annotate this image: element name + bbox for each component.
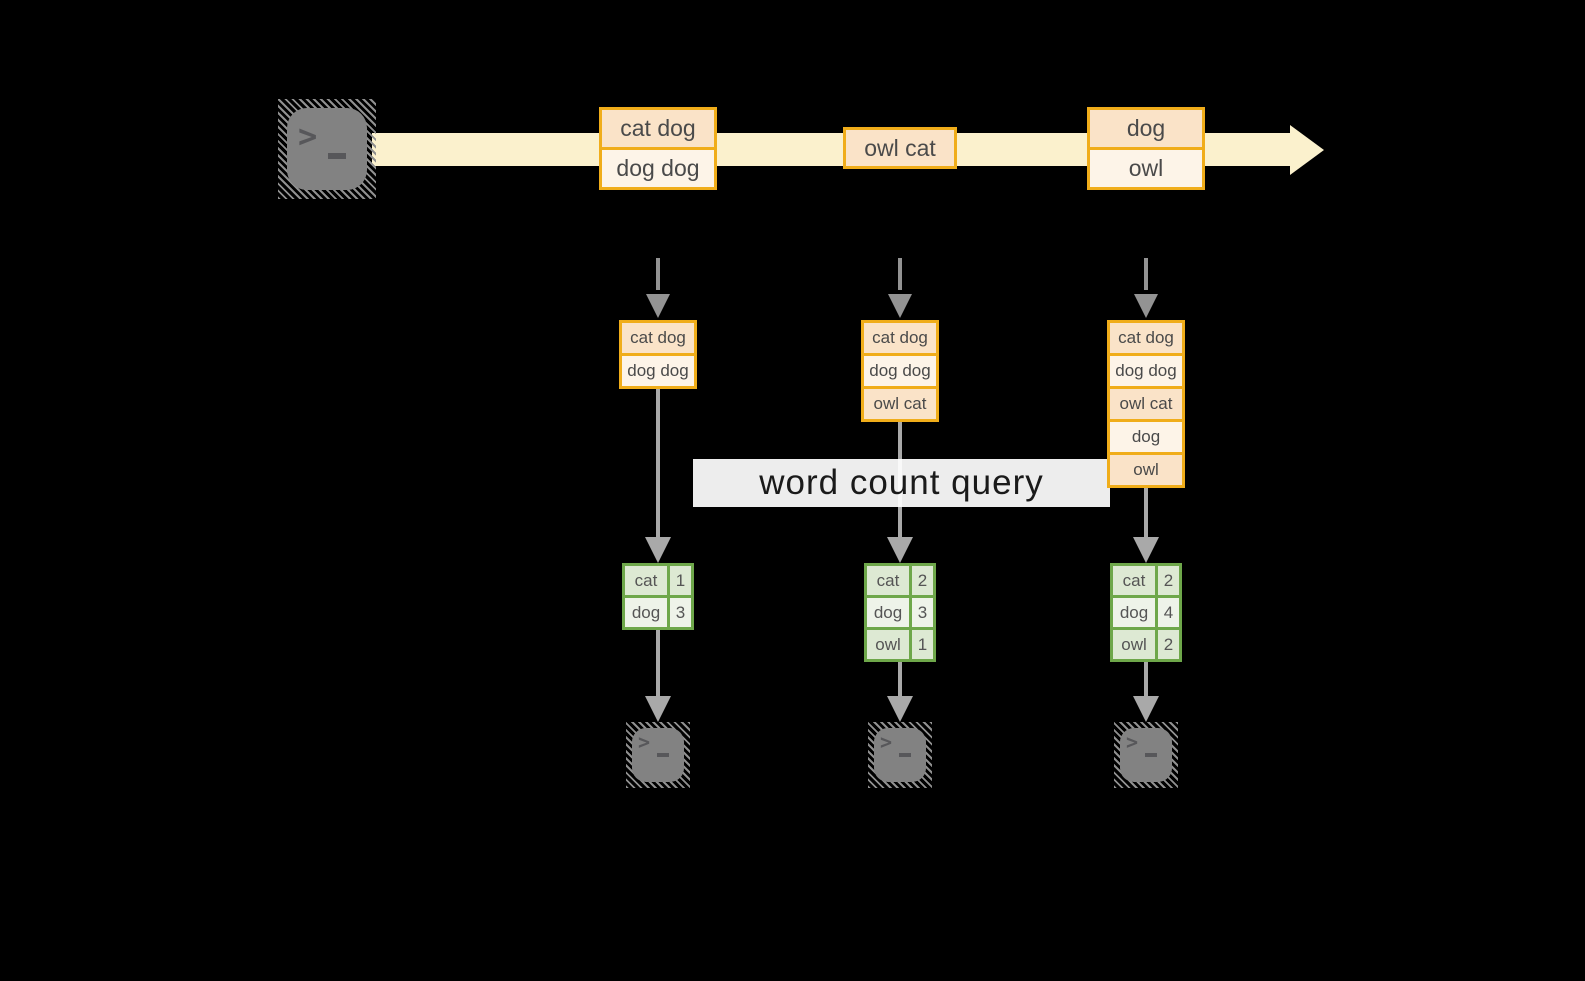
result-count-cell: 2 — [1158, 630, 1179, 659]
output-arrow-line-1 — [656, 630, 660, 696]
output-arrow-line-2 — [898, 662, 902, 696]
terminal-sink-icon-2: > — [868, 722, 932, 788]
output-arrow-line-3 — [1144, 662, 1148, 696]
stream-record: owl cat — [846, 130, 954, 166]
output-arrow-head-2 — [887, 696, 913, 722]
input-table-1: cat dog dog dog — [619, 320, 697, 389]
result-word-cell: owl — [867, 630, 909, 659]
trigger-arrow-line-1 — [656, 258, 660, 290]
terminal-sink-icon-1: > — [626, 722, 690, 788]
result-word-cell: dog — [1113, 598, 1155, 627]
prompt-underscore-icon — [328, 153, 346, 159]
query-banner: word count query — [693, 459, 1110, 507]
trigger-arrow-line-2 — [898, 258, 902, 290]
trigger-arrow-head-3 — [1134, 294, 1158, 318]
input-record: dog dog — [1110, 356, 1182, 386]
result-count-cell: 2 — [1158, 566, 1179, 595]
stream-record: dog — [1090, 110, 1202, 147]
result-count-cell: 2 — [912, 566, 933, 595]
trigger-arrow-line-3 — [1144, 258, 1148, 290]
result-word-cell: cat — [625, 566, 667, 595]
input-record: owl cat — [864, 389, 936, 419]
stream-event-batch-1: cat dog dog dog — [599, 107, 717, 190]
output-arrow-head-1 — [645, 696, 671, 722]
prompt-underscore-icon — [657, 753, 669, 757]
terminal-screen — [287, 108, 367, 190]
input-record: dog — [1110, 422, 1182, 452]
input-record: dog dog — [622, 356, 694, 386]
query-arrow-head-2 — [887, 537, 913, 563]
result-word-cell: dog — [867, 598, 909, 627]
result-count-cell: 4 — [1158, 598, 1179, 627]
prompt-underscore-icon — [1145, 753, 1157, 757]
input-record: cat dog — [864, 323, 936, 353]
input-record: cat dog — [622, 323, 694, 353]
stream-event-batch-3: dog owl — [1087, 107, 1205, 190]
trigger-arrow-head-1 — [646, 294, 670, 318]
query-arrow-head-1 — [645, 537, 671, 563]
query-arrow-head-3 — [1133, 537, 1159, 563]
result-count-cell: 1 — [912, 630, 933, 659]
result-table-1: cat 1 dog 3 — [622, 563, 694, 630]
input-record: dog dog — [864, 356, 936, 386]
terminal-sink-icon-3: > — [1114, 722, 1178, 788]
stream-arrow-head — [1290, 125, 1324, 175]
result-count-cell: 3 — [670, 598, 691, 627]
input-table-3: cat dog dog dog owl cat dog owl — [1107, 320, 1185, 488]
stream-event-batch-2: owl cat — [843, 127, 957, 169]
prompt-chevron-icon: > — [880, 730, 893, 754]
trigger-arrow-head-2 — [888, 294, 912, 318]
result-table-3: cat 2 dog 4 owl 2 — [1110, 563, 1182, 662]
input-table-2: cat dog dog dog owl cat — [861, 320, 939, 422]
terminal-prompt-icon: > — [1114, 722, 1178, 788]
query-arrow-line-1 — [656, 389, 660, 537]
result-word-cell: cat — [867, 566, 909, 595]
terminal-prompt-icon: > — [868, 722, 932, 788]
terminal-prompt-icon: > — [626, 722, 690, 788]
result-word-cell: cat — [1113, 566, 1155, 595]
stream-record: owl — [1090, 150, 1202, 187]
input-record: cat dog — [1110, 323, 1182, 353]
terminal-source-icon: > — [278, 99, 376, 199]
result-word-cell: dog — [625, 598, 667, 627]
output-arrow-head-3 — [1133, 696, 1159, 722]
result-word-cell: owl — [1113, 630, 1155, 659]
terminal-prompt-icon: > — [278, 99, 376, 199]
input-record: owl — [1110, 455, 1182, 485]
result-table-2: cat 2 dog 3 owl 1 — [864, 563, 936, 662]
result-count-cell: 1 — [670, 566, 691, 595]
result-count-cell: 3 — [912, 598, 933, 627]
input-record: owl cat — [1110, 389, 1182, 419]
prompt-chevron-icon: > — [638, 730, 651, 754]
prompt-underscore-icon — [899, 753, 911, 757]
stream-record: cat dog — [602, 110, 714, 147]
query-arrow-line-3 — [1144, 488, 1148, 537]
stream-record: dog dog — [602, 150, 714, 187]
prompt-chevron-icon: > — [298, 117, 318, 155]
prompt-chevron-icon: > — [1126, 730, 1139, 754]
